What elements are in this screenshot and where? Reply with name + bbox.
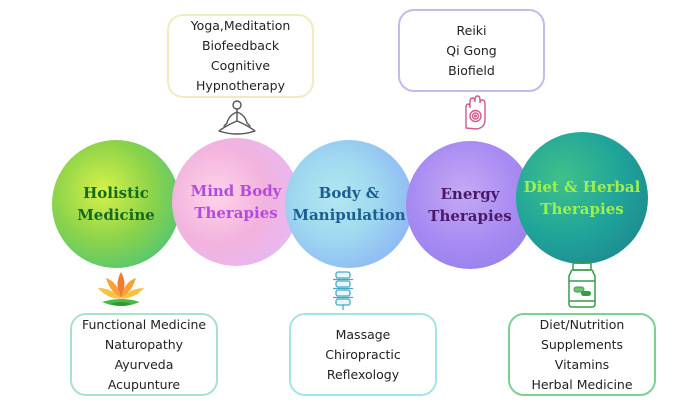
circle-label: Therapies [194,204,278,222]
circle-label: Manipulation [292,206,406,224]
circle-diet-herbal-therapies: Diet & Herbal Therapies [516,132,648,264]
energy-item: Biofield [448,62,495,78]
circle-label: Diet & Herbal [523,178,641,196]
diet-herbal-item: Vitamins [554,356,610,372]
circle-holistic-medicine: Holistic Medicine [52,140,180,268]
holistic-item: Naturopathy [104,336,184,352]
body-manipulation-item: Massage [335,326,391,342]
circle-label: Therapies [428,207,512,225]
diet-herbal-list: Diet/Nutrition Supplements Vitamins Herb… [508,313,656,396]
circle-energy-therapies: Energy Therapies [406,141,534,269]
energy-item: Qi Gong [446,42,497,58]
mind-body-list: Yoga,Meditation Biofeedback Cognitive Hy… [167,14,314,98]
mind-body-item: Biofeedback [201,38,280,53]
mind-body-item: Hypnotherapy [196,78,285,93]
energy-item: Reiki [456,22,487,38]
diet-herbal-item: Supplements [540,336,624,352]
body-manipulation-item: Reflexology [326,366,400,382]
mind-body-item: Yoga,Meditation [190,18,291,33]
circle-label: Body & [318,184,380,202]
body-manipulation-item: Chiropractic [325,346,401,362]
spine-icon [333,271,353,310]
meditation-icon [218,100,256,135]
energy-list: Reiki Qi Gong Biofield [398,9,545,92]
reiki-hand-icon [465,95,486,130]
diet-herbal-item: Herbal Medicine [531,376,633,392]
holistic-item: Ayurveda [114,356,174,372]
circle-label: Therapies [540,200,624,218]
circle-mind-body-therapies: Mind Body Therapies [172,138,300,266]
holistic-item: Acupunture [107,376,181,392]
holistic-item: Functional Medicine [81,316,207,332]
circle-label: Medicine [77,206,155,224]
holistic-list: Functional Medicine Naturopathy Ayurveda… [70,313,218,396]
lotus-icon [98,272,144,306]
circle-body-manipulation: Body & Manipulation [285,140,413,268]
supplement-bottle-icon [568,262,596,308]
mind-body-item: Cognitive [210,58,271,73]
body-manipulation-list: Massage Chiropractic Reflexology [289,313,437,396]
circle-label: Mind Body [190,182,282,200]
circle-label: Holistic [83,184,149,202]
diet-herbal-item: Diet/Nutrition [539,316,625,332]
circle-label: Energy [440,185,500,203]
